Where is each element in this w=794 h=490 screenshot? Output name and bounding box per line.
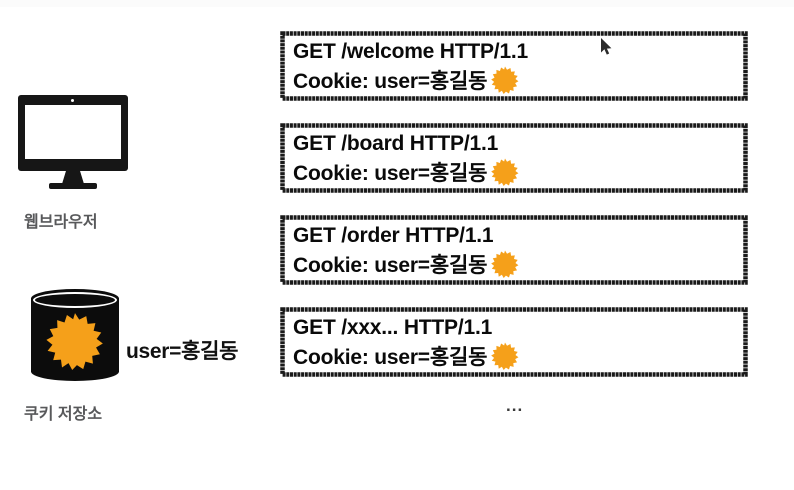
database-cylinder-icon bbox=[31, 289, 119, 381]
request-line: GET /board HTTP/1.1 bbox=[293, 132, 499, 155]
orange-starburst-icon bbox=[46, 313, 103, 370]
request-line: GET /order HTTP/1.1 bbox=[293, 224, 494, 247]
http-request-lines: GET /order HTTP/1.1 Cookie: user=홍길동 bbox=[293, 221, 740, 280]
cookie-stored-value: user=홍길동 bbox=[126, 340, 239, 363]
cylinder-rim bbox=[33, 292, 117, 308]
http-request-lines: GET /board HTTP/1.1 Cookie: user=홍길동 bbox=[293, 129, 740, 188]
monitor-stand-base bbox=[49, 183, 97, 189]
monitor-stand-neck bbox=[62, 171, 84, 184]
http-request-box: GET /xxx... HTTP/1.1 Cookie: user=홍길동 bbox=[280, 307, 748, 377]
monitor-icon bbox=[18, 95, 128, 189]
http-request-box: GET /welcome HTTP/1.1 Cookie: user=홍길동 bbox=[280, 31, 748, 101]
requests-ellipsis: ... bbox=[506, 396, 524, 415]
cookie-header-text: Cookie: user=홍길동 bbox=[293, 162, 488, 185]
orange-starburst-icon bbox=[491, 158, 519, 186]
orange-starburst-icon bbox=[491, 342, 519, 370]
cookie-header-line: Cookie: user=홍길동 bbox=[293, 66, 740, 96]
monitor-camera-icon bbox=[71, 99, 74, 102]
cookie-header-text: Cookie: user=홍길동 bbox=[293, 254, 488, 277]
http-request-lines: GET /xxx... HTTP/1.1 Cookie: user=홍길동 bbox=[293, 313, 740, 372]
monitor-screen bbox=[25, 105, 121, 159]
mouse-cursor-icon bbox=[601, 38, 612, 55]
http-request-box: GET /board HTTP/1.1 Cookie: user=홍길동 bbox=[280, 123, 748, 193]
orange-starburst-icon bbox=[491, 66, 519, 94]
cookie-header-line: Cookie: user=홍길동 bbox=[293, 158, 740, 188]
orange-starburst-icon bbox=[491, 250, 519, 278]
browser-caption: 웹브라우저 bbox=[24, 214, 98, 231]
cookie-store-caption: 쿠키 저장소 bbox=[24, 406, 103, 423]
request-line: GET /xxx... HTTP/1.1 bbox=[293, 316, 493, 339]
http-request-lines: GET /welcome HTTP/1.1 Cookie: user=홍길동 bbox=[293, 37, 740, 96]
cookie-header-text: Cookie: user=홍길동 bbox=[293, 346, 488, 369]
http-request-box: GET /order HTTP/1.1 Cookie: user=홍길동 bbox=[280, 215, 748, 285]
top-edge-artifact bbox=[0, 0, 794, 7]
cookie-header-text: Cookie: user=홍길동 bbox=[293, 70, 488, 93]
cookie-header-line: Cookie: user=홍길동 bbox=[293, 250, 740, 280]
cookie-header-line: Cookie: user=홍길동 bbox=[293, 342, 740, 372]
request-line: GET /welcome HTTP/1.1 bbox=[293, 40, 529, 63]
